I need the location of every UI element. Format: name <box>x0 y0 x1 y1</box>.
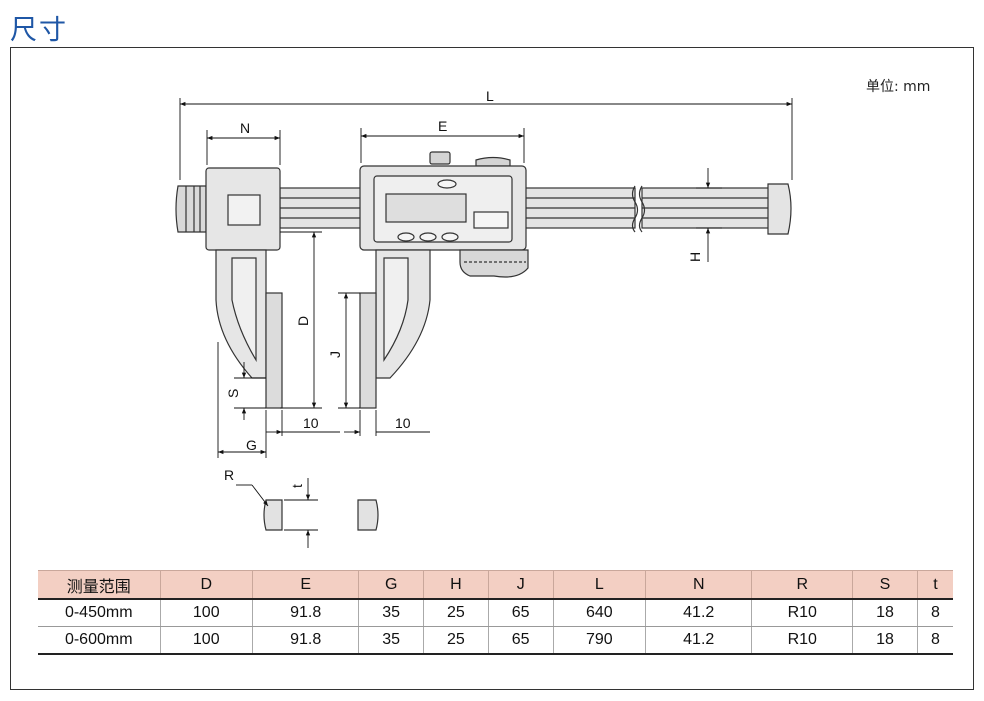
unit-label: 单位: mm <box>866 79 931 95</box>
header-t: t <box>916 570 953 600</box>
table-cell: 25 <box>423 626 489 655</box>
jaw-tips <box>263 499 379 531</box>
table-cell: R10 <box>751 626 853 655</box>
table-cell: 790 <box>552 626 646 655</box>
header-E: E <box>251 570 359 600</box>
dim-label-D: D <box>295 316 311 326</box>
table-cell: 25 <box>423 599 489 627</box>
table-cell: R10 <box>751 599 853 627</box>
caliper-diagram: L N E H D J S G 10 10 R t <box>175 88 793 548</box>
spec-table: 测量范围 D E G H J L N R S t 0-450mm 100 91.… <box>38 570 953 655</box>
dim-label-10-right: 10 <box>395 415 411 431</box>
left-knob <box>175 185 207 233</box>
header-G: G <box>358 570 424 600</box>
header-D: D <box>159 570 253 600</box>
dim-label-G: G <box>246 437 257 453</box>
table-cell: 41.2 <box>645 626 752 655</box>
table-header-row: 测量范围 D E G H J L N R S t <box>38 570 953 600</box>
table-cell: 91.8 <box>251 599 359 627</box>
table-cell: 65 <box>487 626 554 655</box>
diagram-frame <box>10 47 974 690</box>
dim-label-L: L <box>486 88 494 104</box>
page-title: 尺寸 <box>10 15 68 46</box>
table-cell: 0-450mm <box>38 599 160 627</box>
beam-break <box>631 185 646 233</box>
slider <box>359 151 529 409</box>
dim-label-R: R <box>224 467 234 483</box>
dimension-lines <box>179 98 793 548</box>
dim-label-S: S <box>225 389 241 398</box>
header-J: J <box>487 570 554 600</box>
table-cell: 640 <box>552 599 646 627</box>
dim-label-10-left: 10 <box>303 415 319 431</box>
table-cell: 8 <box>916 599 953 627</box>
header-S: S <box>852 570 918 600</box>
dim-label-J: J <box>327 351 343 358</box>
dim-label-t: t <box>289 484 305 488</box>
header-R: R <box>751 570 853 600</box>
table-cell: 35 <box>358 626 424 655</box>
header-range: 测量范围 <box>38 570 160 600</box>
header-L: L <box>552 570 646 600</box>
header-N: N <box>645 570 752 600</box>
header-H: H <box>423 570 489 600</box>
table-cell: 0-600mm <box>38 626 160 655</box>
table-row: 0-600mm 100 91.8 35 25 65 790 41.2 R10 1… <box>38 626 953 655</box>
dim-label-H: H <box>687 252 703 262</box>
table-cell: 18 <box>852 626 918 655</box>
table-cell: 18 <box>852 599 918 627</box>
table-cell: 65 <box>487 599 554 627</box>
dim-label-N: N <box>240 120 250 136</box>
table-cell: 100 <box>159 599 253 627</box>
table-row: 0-450mm 100 91.8 35 25 65 640 41.2 R10 1… <box>38 599 953 627</box>
dim-label-E: E <box>438 118 447 134</box>
end-cap <box>767 183 792 235</box>
table-cell: 8 <box>916 626 953 655</box>
table-cell: 41.2 <box>645 599 752 627</box>
fixed-jaw <box>205 167 283 409</box>
table-cell: 91.8 <box>251 626 359 655</box>
table-cell: 35 <box>358 599 424 627</box>
table-cell: 100 <box>159 626 253 655</box>
